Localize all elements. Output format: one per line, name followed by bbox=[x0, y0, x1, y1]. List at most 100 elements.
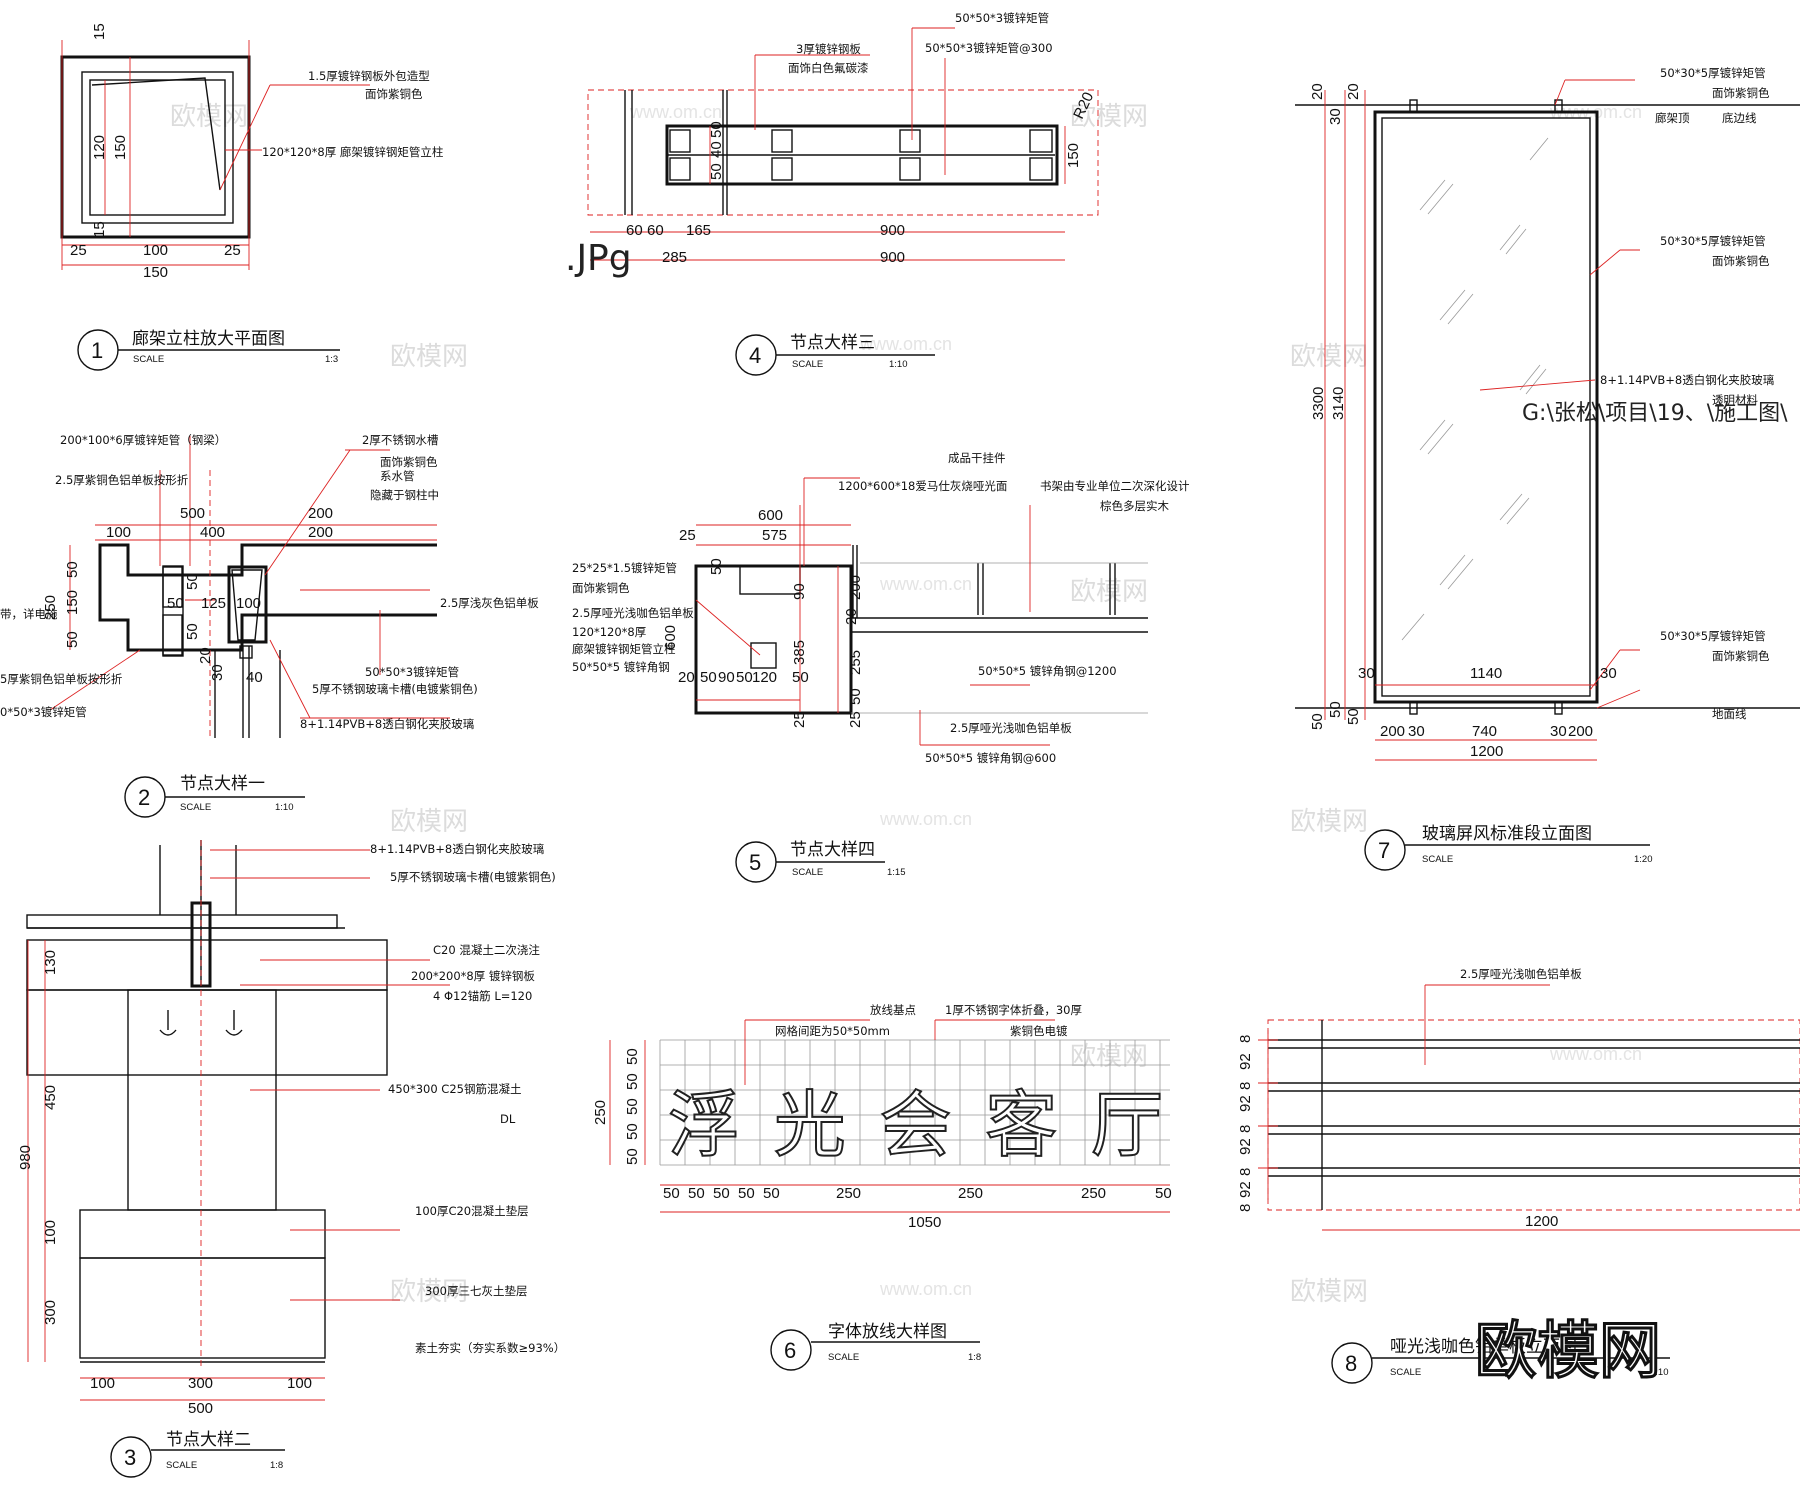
dim-label: 30 bbox=[1550, 723, 1567, 740]
dim-label: 8 bbox=[1237, 1125, 1254, 1133]
callout-note: 0*50*3镀锌矩管 bbox=[0, 705, 87, 719]
callout-note: 带，详电施 bbox=[0, 607, 58, 621]
callout-note: 3厚镀锌钢板 bbox=[796, 42, 861, 56]
dim-label: 50 bbox=[700, 669, 717, 686]
detail-6: 浮光会客厅 50 50 50 50 50 250 50 50 50 50 50 … bbox=[592, 1003, 1172, 1371]
callout-note: 面饰紫铜色 bbox=[380, 455, 438, 469]
dim-label: 740 bbox=[1472, 723, 1497, 740]
callout-note: 50*50*3镀锌矩管 bbox=[365, 665, 459, 679]
detail-number: 1 bbox=[91, 338, 103, 363]
dim-label: 30 bbox=[1408, 723, 1425, 740]
dim-label: 92 bbox=[1237, 1053, 1254, 1070]
dim-label: 450 bbox=[42, 1085, 59, 1110]
dim-label: 50 bbox=[624, 1048, 641, 1065]
callout-note: 2厚不锈钢水槽 bbox=[362, 433, 439, 447]
dim-label: 50 bbox=[167, 595, 184, 612]
dim-label: 50 bbox=[624, 1148, 641, 1165]
scale-value: 1:10 bbox=[1650, 1367, 1669, 1378]
detail-3: 130 450 980 100 300 100 300 100 500 8+1.… bbox=[17, 840, 565, 1478]
detail-number: 5 bbox=[749, 850, 761, 875]
watermark: 欧模网 bbox=[1070, 577, 1148, 607]
watermark: 欧模网 bbox=[1290, 807, 1368, 837]
watermark: 欧模网 bbox=[1290, 342, 1368, 372]
scale-label: SCALE bbox=[133, 354, 164, 365]
callout-note: 1200*600*18爱马仕灰烧哑光面 bbox=[838, 479, 1007, 493]
dim-label: 30 bbox=[1600, 665, 1617, 682]
scale-label: SCALE bbox=[792, 867, 823, 878]
callout-note: 2.5厚哑光浅咖色铝单板 bbox=[1460, 967, 1582, 981]
dim-label: 1140 bbox=[1470, 665, 1502, 682]
dim-label: 50 bbox=[688, 1185, 705, 1202]
dim-label: 50 bbox=[663, 1185, 680, 1202]
watermark-layer: 欧模网 欧模网 欧模网 欧模网 欧模网 欧模网 欧模网 欧模网 欧模网 欧模网 … bbox=[170, 102, 1642, 1307]
dim-label: 50 bbox=[624, 1073, 641, 1090]
dim-label: 20 bbox=[197, 647, 214, 664]
scale-value: 1:3 bbox=[325, 354, 338, 365]
callout-note: 120*120*8厚 bbox=[572, 625, 646, 639]
sign-lettering: 浮光会客厅 bbox=[668, 1083, 1163, 1167]
dim-label: 25 bbox=[679, 527, 696, 544]
callout-note: 放线基点 bbox=[870, 1003, 916, 1017]
detail-title: 节点大样四 bbox=[790, 840, 875, 860]
dim-label: 1200 bbox=[1525, 1213, 1558, 1230]
dim-label: 150 bbox=[64, 590, 81, 615]
detail-title: 字体放线大样图 bbox=[828, 1322, 947, 1342]
dim-label: 15 bbox=[91, 23, 108, 40]
callout-note: 25*25*1.5镀锌矩管 bbox=[572, 561, 677, 575]
dim-label: 600 bbox=[662, 625, 679, 650]
watermark: 欧模网 bbox=[390, 1277, 468, 1307]
dim-label: 200 bbox=[1380, 723, 1405, 740]
dim-label: 20 bbox=[1309, 83, 1326, 100]
callout-note: 8+1.14PVB+8透白钢化夹胶玻璃 bbox=[1600, 373, 1774, 387]
scale-value: 1:10 bbox=[275, 802, 294, 813]
dim-label: 40 bbox=[708, 141, 725, 158]
callout-note: 120*120*8厚 廊架镀锌钢矩管立柱 bbox=[262, 145, 444, 159]
watermark-url: www.om.cn bbox=[879, 809, 972, 829]
dim-label: 385 bbox=[791, 640, 808, 665]
dim-label: 90 bbox=[718, 669, 735, 686]
callout-note: 50*50*5 镀锌角钢@1200 bbox=[978, 664, 1117, 678]
dim-label: 500 bbox=[188, 1400, 213, 1417]
dim-label: 300 bbox=[188, 1375, 213, 1392]
watermark: 欧模网 bbox=[1070, 102, 1148, 132]
detail-number: 6 bbox=[784, 1338, 796, 1363]
callout-note: 面饰紫铜色 bbox=[365, 87, 423, 101]
dim-label: 25 bbox=[224, 242, 241, 259]
watermark: 欧模网 bbox=[1290, 1277, 1368, 1307]
watermark: 欧模网 bbox=[1070, 1042, 1148, 1072]
scale-value: 1:8 bbox=[270, 1460, 283, 1471]
dim-label: 100 bbox=[106, 524, 131, 541]
detail-title: 节点大样二 bbox=[166, 1430, 251, 1450]
scale-value: 1:10 bbox=[889, 359, 908, 370]
watermark: 欧模网 bbox=[390, 807, 468, 837]
callout-note: 廊架顶 bbox=[1655, 111, 1690, 125]
detail-title: 玻璃屏风标准段立面图 bbox=[1422, 824, 1592, 844]
callout-note: 素土夯实（夯实系数≥93%） bbox=[415, 1341, 565, 1355]
dim-label: 60 bbox=[626, 222, 643, 239]
callout-note: 8+1.14PVB+8透白钢化夹胶玻璃 bbox=[370, 842, 544, 856]
callout-note: 300厚三七灰土垫层 bbox=[425, 1284, 527, 1298]
detail-number: 2 bbox=[138, 785, 150, 810]
callout-note: 5厚不锈钢玻璃卡槽(电镀紫铜色) bbox=[312, 682, 478, 696]
callout-note: 50*30*5厚镀锌矩管 bbox=[1660, 234, 1766, 248]
callout-note: 50*50*3镀锌矩管 bbox=[955, 11, 1049, 25]
dim-label: 50 bbox=[708, 558, 725, 575]
dim-label: 250 bbox=[836, 1185, 861, 1202]
dim-label: 500 bbox=[180, 505, 205, 522]
scale-value: 1:15 bbox=[887, 867, 906, 878]
dim-label: 150 bbox=[112, 135, 129, 160]
scale-label: SCALE bbox=[1390, 1367, 1421, 1378]
detail-1: 15 120 150 15 25 100 25 150 1.5厚镀锌钢板外包造型… bbox=[60, 23, 444, 371]
dim-label: 100 bbox=[287, 1375, 312, 1392]
dim-label: 100 bbox=[42, 1220, 59, 1245]
detail-title: 节点大样一 bbox=[180, 774, 265, 794]
dim-label: 980 bbox=[17, 1145, 34, 1170]
dim-label: 285 bbox=[662, 249, 687, 266]
dim-label: 250 bbox=[958, 1185, 983, 1202]
dim-label: 50 bbox=[708, 121, 725, 138]
watermark-url: www.om.cn bbox=[879, 574, 972, 594]
dim-label: 50 bbox=[64, 561, 81, 578]
dim-label: 150 bbox=[143, 264, 168, 281]
dim-label: 400 bbox=[200, 524, 225, 541]
